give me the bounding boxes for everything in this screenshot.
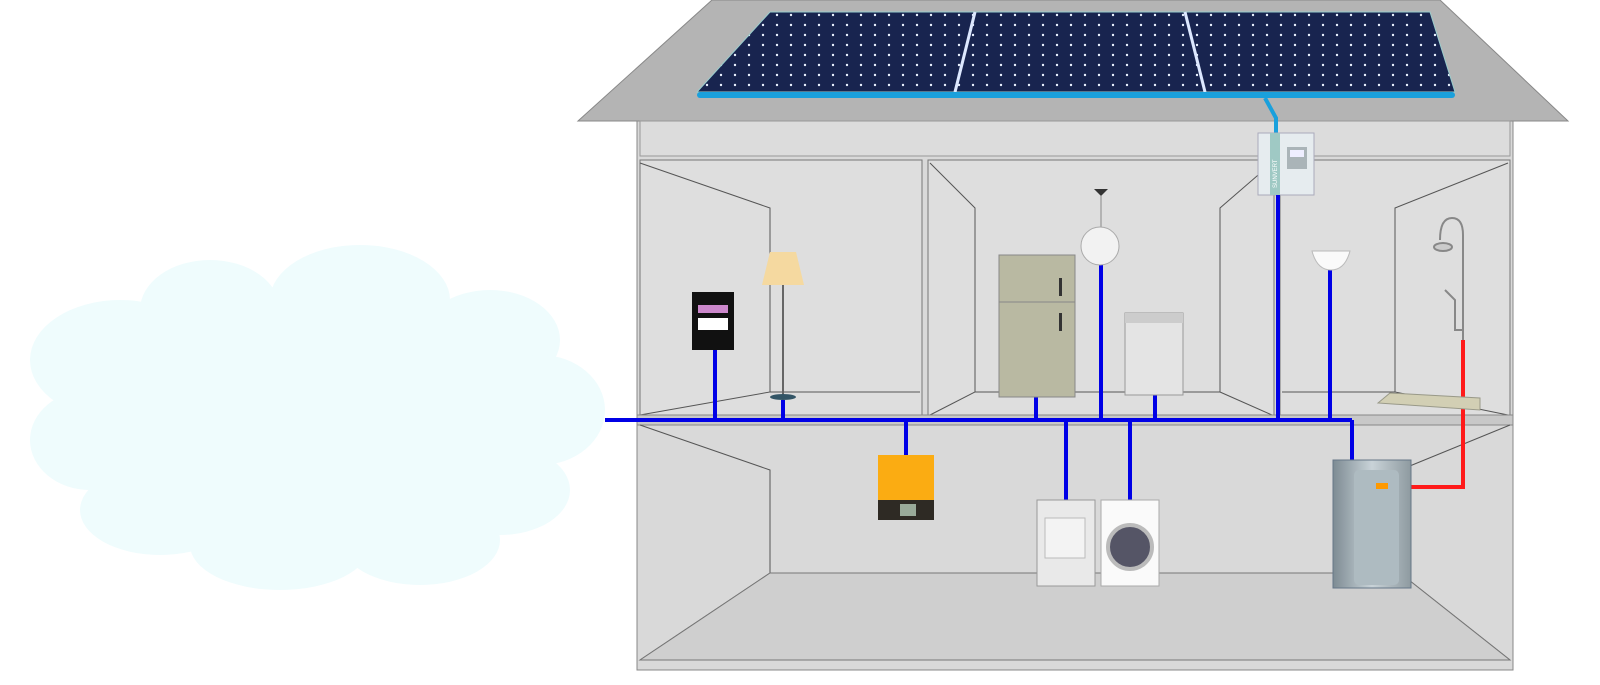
refrigerator — [998, 254, 1076, 398]
dryer — [1036, 499, 1096, 587]
solar-inverter: SUNVERT — [1257, 132, 1315, 196]
solar-panel — [695, 11, 1456, 98]
shower — [1433, 216, 1464, 340]
room-living — [639, 159, 923, 416]
inverter-logo: SUNVERT — [1273, 159, 1279, 188]
battery-inverter — [878, 455, 934, 520]
tv — [692, 292, 734, 350]
wall-lamp — [1311, 250, 1351, 271]
attic — [639, 120, 1511, 157]
dishwasher — [1124, 312, 1184, 396]
floor-lamp — [762, 252, 804, 400]
solar-cable — [1263, 97, 1278, 133]
pendant-lamp — [1080, 189, 1120, 266]
cloud-grid — [30, 245, 605, 590]
washing-machine — [1100, 499, 1160, 587]
shower-tray — [1376, 392, 1481, 411]
grid-wiring — [605, 195, 1354, 500]
heat-pump — [1332, 459, 1412, 589]
hot-water-pipe — [1410, 340, 1465, 489]
